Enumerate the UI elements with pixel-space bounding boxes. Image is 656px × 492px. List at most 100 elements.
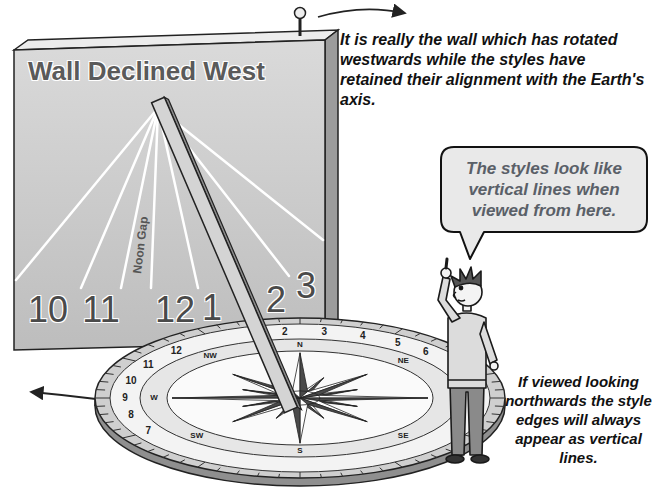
dial-hour-number: 7 [146, 426, 152, 436]
dial-tick [380, 468, 384, 471]
arm [480, 322, 497, 364]
dial-tick [300, 318, 301, 324]
dial-tick [237, 322, 240, 326]
dial-tick [134, 351, 141, 353]
dial-hour-number: 3 [322, 327, 328, 337]
dial-tick [95, 398, 110, 399]
dial-tick [148, 449, 155, 451]
dial-tick [198, 462, 206, 467]
dial-face [95, 318, 505, 478]
style-gnomon [152, 97, 298, 413]
dial-tick [113, 366, 121, 368]
compass-rose-point [300, 398, 367, 422]
dial-tick [300, 472, 301, 478]
compass-point: W [150, 394, 158, 402]
dial-tick [105, 373, 114, 374]
eye [459, 286, 462, 289]
dial-tick [148, 345, 155, 347]
speech-bubble-shape [441, 147, 647, 259]
dial-hour-number: 11 [143, 360, 154, 370]
dial-tick [495, 389, 504, 390]
hour-number: 3 [296, 268, 316, 304]
dial-tick [490, 398, 505, 399]
compass-point: SW [190, 432, 203, 440]
observer-figure [438, 259, 498, 463]
knob-rod [299, 18, 302, 36]
dial-tick [100, 381, 109, 383]
dial-tick [113, 429, 121, 431]
compass-point: SE [398, 432, 409, 440]
compass-point: NW [203, 352, 216, 360]
dial-tick [278, 474, 280, 478]
speech-text: The styles look like vertical lines when… [440, 146, 648, 233]
shirt [448, 313, 486, 388]
hour-number: 12 [155, 292, 195, 328]
dial-tick [96, 406, 105, 407]
compass-point: NE [398, 357, 409, 365]
dial-tick [395, 462, 403, 467]
dial-tick [486, 422, 495, 423]
hair [451, 267, 481, 287]
wall-side [325, 30, 338, 342]
dial-tick [486, 373, 495, 374]
dial-centre [167, 351, 433, 445]
rotation-arrow [318, 9, 404, 17]
compass-rose [172, 353, 428, 443]
note-text: If viewed looking northwards the style e… [505, 372, 652, 467]
rotation-arrow [32, 392, 96, 399]
nose [454, 292, 457, 298]
dial-hour-number: 9 [122, 393, 128, 403]
dial-hour-number: 10 [125, 376, 136, 386]
dial-hour-number: 6 [423, 347, 429, 357]
dial-tick [96, 389, 105, 390]
hour-number: 11 [82, 292, 119, 328]
dial-tick [105, 422, 114, 423]
shoe [471, 455, 489, 463]
dial-hour-number: 4 [360, 331, 366, 341]
dial-tick [217, 468, 221, 471]
dial-hour-number: 2 [282, 327, 288, 337]
hour-number: 1 [202, 290, 222, 326]
wall-title: Wall Declined West [28, 56, 325, 86]
trousers [450, 384, 484, 455]
compass-rose-point [300, 398, 367, 422]
wall-front [14, 40, 325, 350]
dial-compass-band [140, 339, 460, 457]
dial-tick [492, 413, 501, 415]
speech-bubble: The styles look like vertical lines when… [440, 146, 648, 233]
dial-tick [495, 406, 504, 407]
dial-tick [341, 473, 343, 477]
dial-tick [431, 455, 437, 458]
dial-tick [163, 339, 169, 342]
dial-tick [257, 473, 259, 477]
hour-number: 10 [28, 292, 68, 328]
dial-tick [341, 320, 343, 324]
dial-tick [395, 329, 403, 334]
compass-point: S [297, 447, 302, 455]
dial-tick [278, 318, 280, 322]
dial-tick [100, 413, 109, 415]
dial-tick [180, 460, 185, 463]
dial-tick [380, 325, 384, 328]
compass-rose-point [300, 374, 367, 398]
dial-tick [123, 358, 136, 361]
dial-tick [198, 329, 206, 334]
finger [446, 259, 447, 268]
compass-point: N [297, 341, 303, 349]
belt [448, 379, 486, 381]
dial-hour-number: 12 [171, 346, 182, 356]
mouth [458, 300, 465, 301]
knob [295, 8, 306, 19]
compass-rose-point [300, 374, 367, 398]
dial-tick [163, 455, 169, 458]
dial-tick [415, 460, 420, 463]
hand [490, 362, 498, 370]
dial-tick [431, 339, 437, 342]
dial-ticks [95, 318, 505, 478]
dial-hour-number: 8 [128, 410, 134, 420]
dial-tick [320, 318, 322, 322]
hour-number: 2 [266, 282, 286, 318]
note-text: It is really the wall which has rotated … [340, 30, 650, 110]
dial-hour-band [110, 324, 490, 472]
